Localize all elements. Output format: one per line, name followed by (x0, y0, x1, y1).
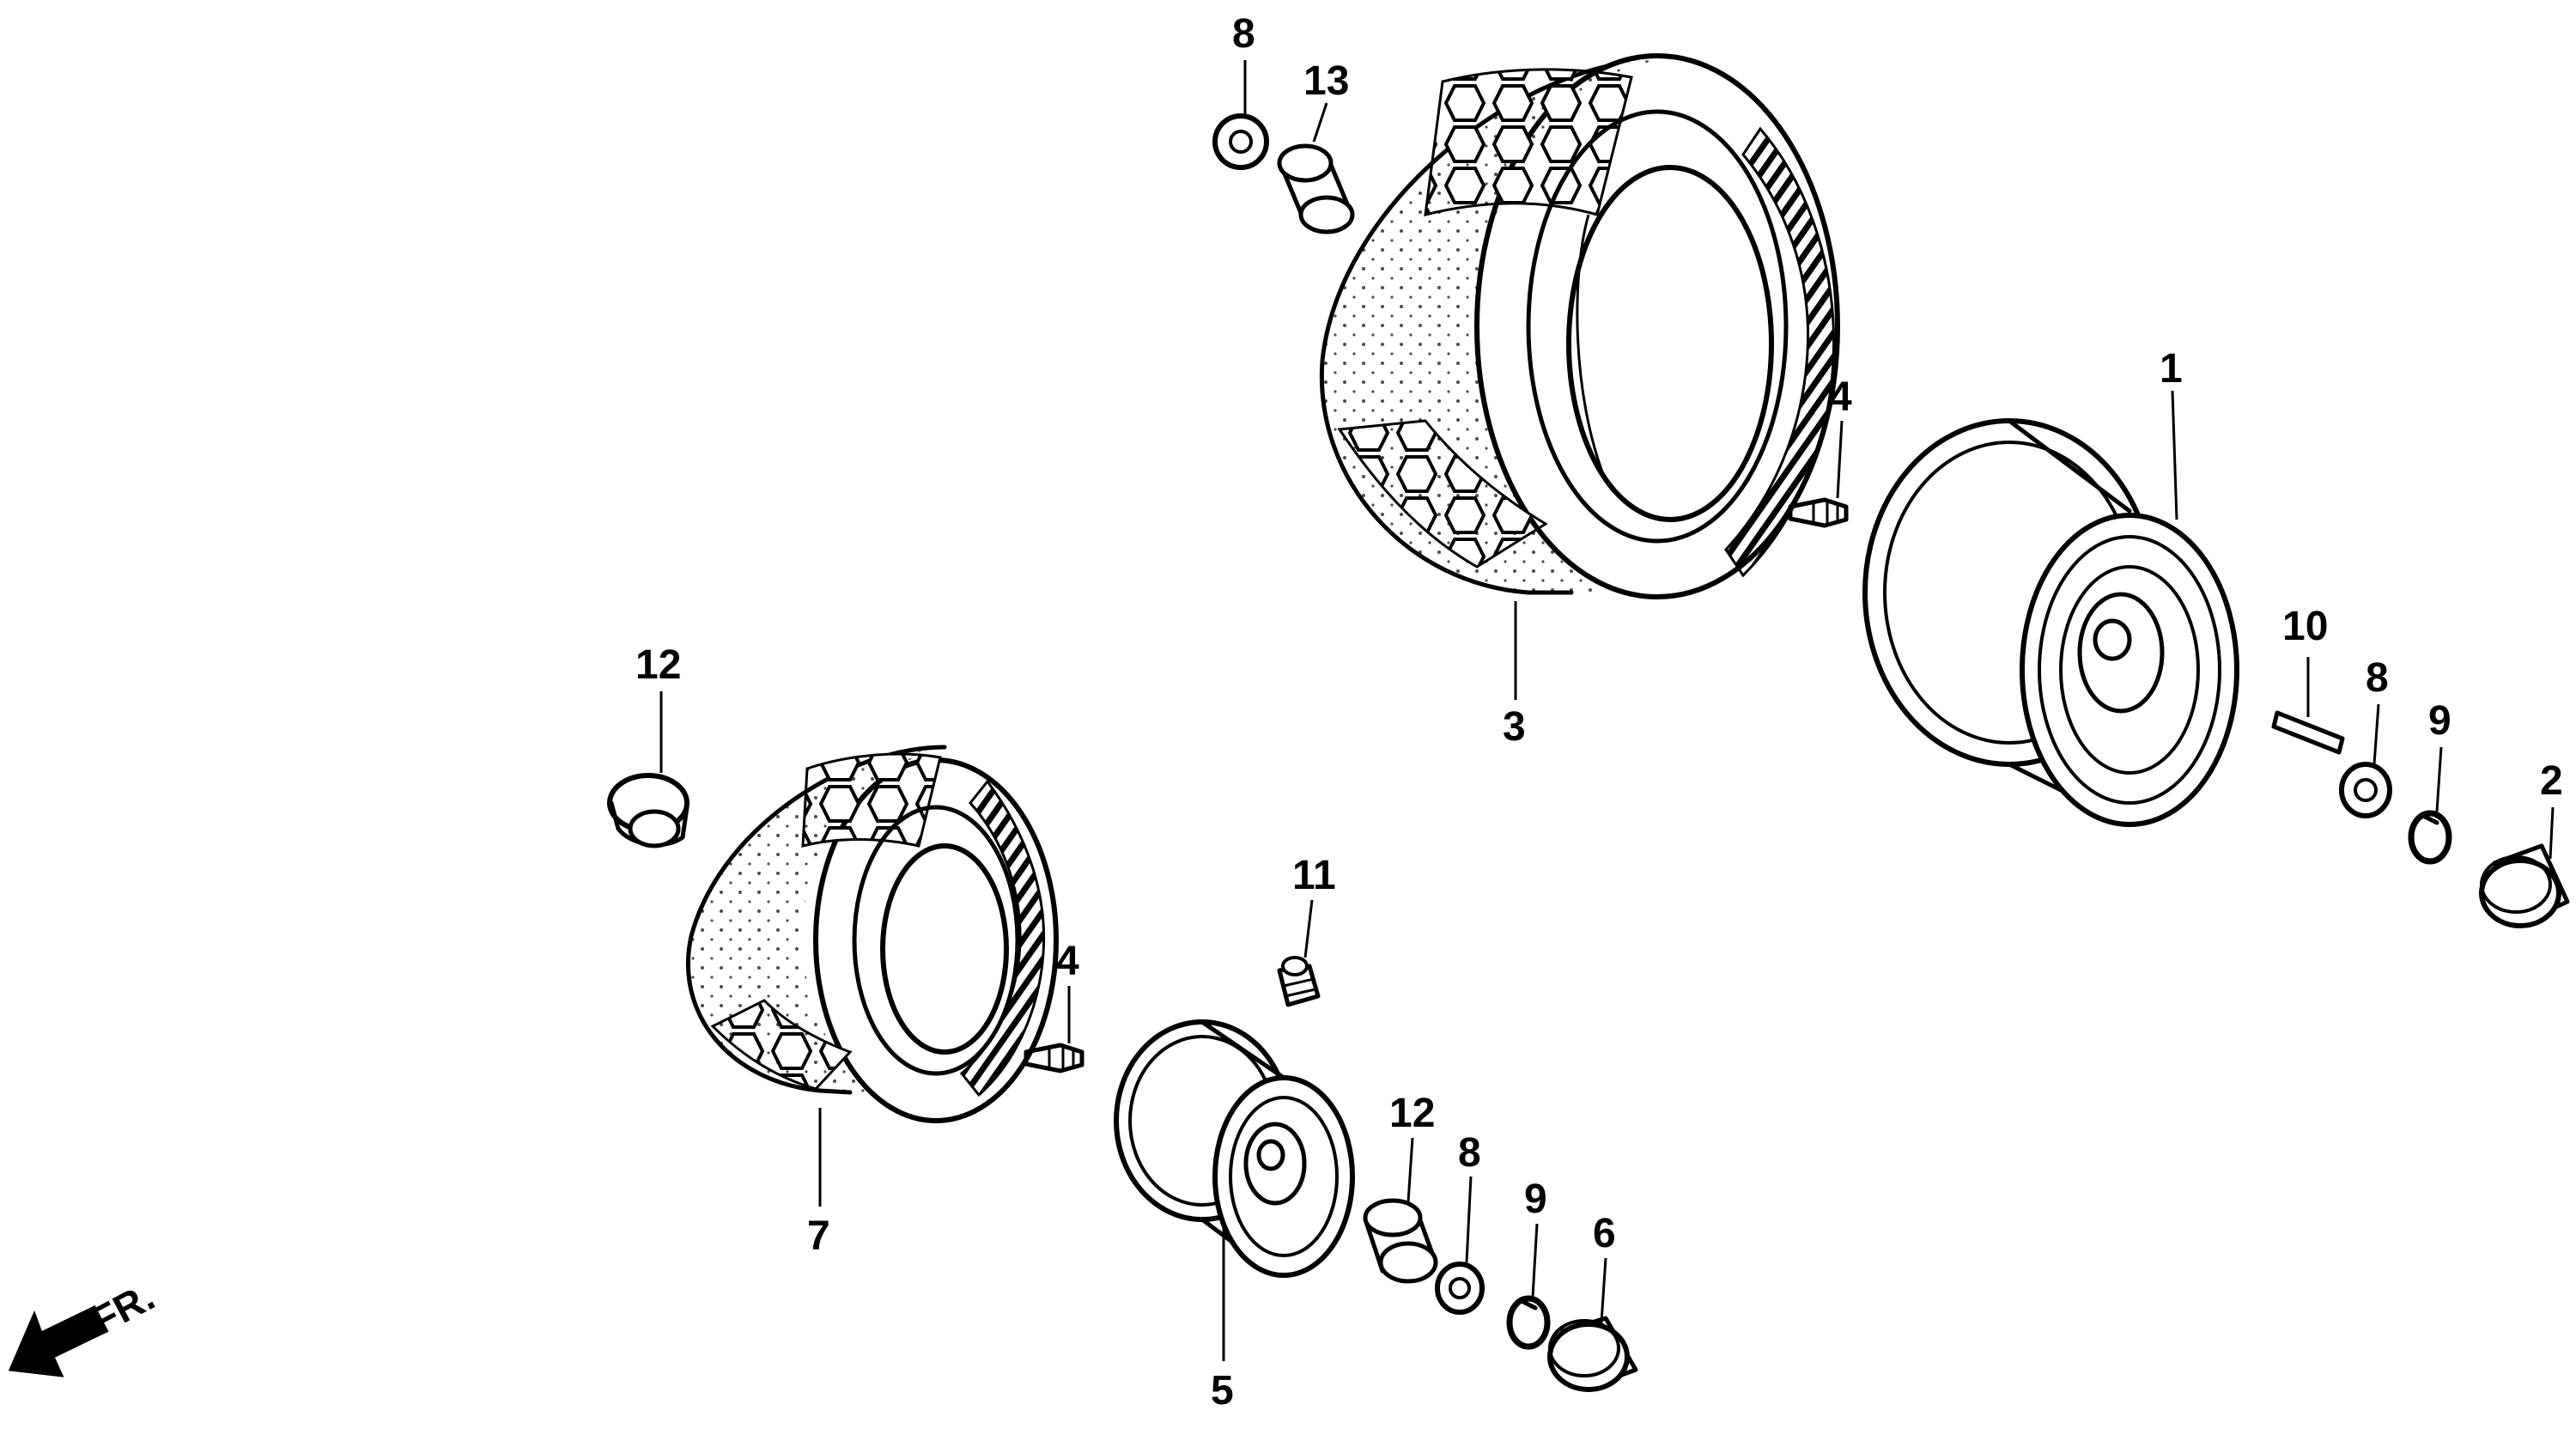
callout-8-right: 8 (2366, 655, 2389, 701)
callout-3: 3 (1503, 704, 1526, 750)
callout-4-upper: 4 (1829, 374, 1852, 420)
grease-fitting-11 (1277, 956, 1321, 1007)
front-tire (685, 745, 1059, 1123)
callout-10: 10 (2282, 604, 2328, 649)
washer-8-top (1212, 113, 1269, 170)
collar-13 (1277, 143, 1355, 234)
bearing-12-lower (1363, 1198, 1438, 1284)
washer-8-lower (1435, 1262, 1485, 1315)
cap-6 (1547, 1316, 1638, 1392)
bearing-12-left (607, 773, 690, 848)
valve-4-lower (1024, 1043, 1084, 1073)
cap-2 (2479, 843, 2570, 928)
washer-8-right (2339, 762, 2392, 818)
callout-12-lower: 12 (1389, 1091, 1435, 1136)
rear-tire (1319, 53, 1840, 599)
leader-lines (659, 60, 2555, 1361)
callout-9-lower: 9 (1524, 1177, 1547, 1222)
callout-2: 2 (2540, 758, 2563, 804)
callout-11: 11 (1292, 853, 1336, 898)
callout-6: 6 (1593, 1211, 1616, 1256)
front-arrow-icon (8, 1305, 109, 1377)
callout-8-top: 8 (1232, 11, 1255, 57)
callout-8-lower: 8 (1458, 1130, 1481, 1176)
callout-labels: 8 13 4 1 3 10 8 9 2 12 4 11 7 5 12 8 9 6 (635, 11, 2563, 1414)
clip-9-lower (1506, 1295, 1551, 1350)
callout-1: 1 (2160, 346, 2183, 392)
callout-7: 7 (807, 1213, 830, 1259)
valve-4-upper (1788, 497, 1849, 528)
callout-13: 13 (1303, 58, 1349, 104)
callout-5: 5 (1211, 1368, 1234, 1414)
pin-10 (2271, 710, 2345, 755)
rear-wheel (1862, 418, 2239, 827)
callout-4-lower: 4 (1056, 939, 1079, 984)
front-direction-indicator: FR. (8, 1274, 161, 1377)
front-wheel (1114, 1019, 1355, 1278)
callout-9-right: 9 (2428, 698, 2451, 744)
clip-9-right (2408, 810, 2452, 865)
callout-12-left: 12 (635, 642, 681, 688)
